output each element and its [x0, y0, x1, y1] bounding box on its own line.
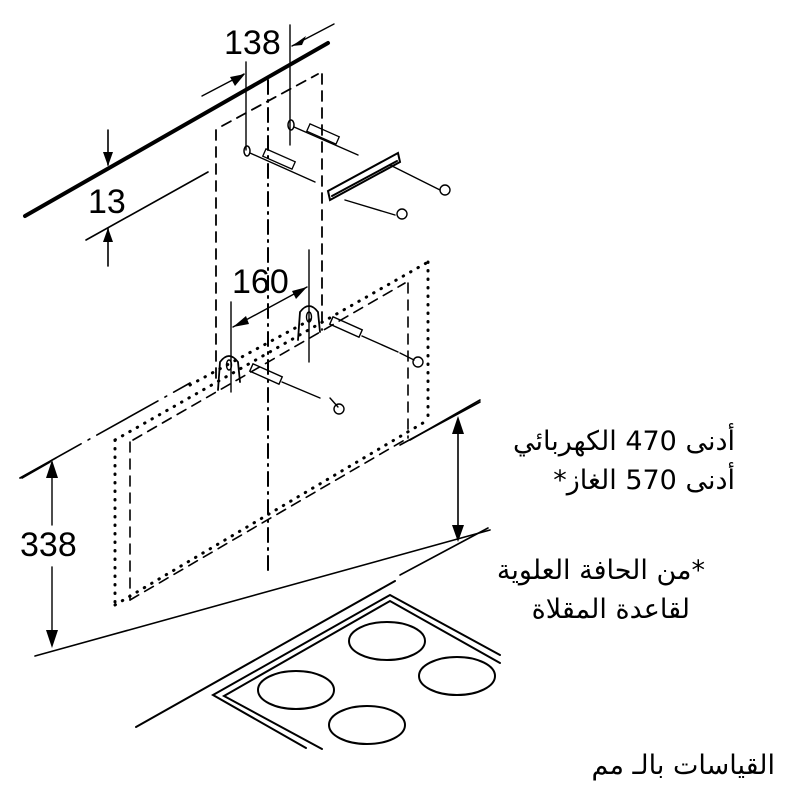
burner-right — [418, 656, 496, 696]
lower-fixings — [248, 315, 424, 415]
hook-left — [217, 355, 241, 391]
upper-screws — [344, 164, 451, 220]
arrowhead — [452, 416, 464, 434]
dim-label-160: 160 — [232, 263, 289, 301]
upper-hole-left — [243, 145, 251, 157]
dim-label-13: 13 — [88, 183, 126, 221]
note-min-electric: أدنى 470 الكهربائي — [512, 426, 735, 457]
chimney-bracket — [326, 151, 402, 202]
hood-bottom-edge — [34, 529, 491, 657]
upper-wall-plugs — [261, 122, 341, 171]
hook-right — [297, 305, 321, 341]
burner-front — [328, 705, 406, 745]
units-note: القياسات بالـ مم — [591, 750, 775, 781]
offset-reference-line — [85, 171, 209, 241]
note-reference-line1: *من الحافة العلوية — [496, 555, 705, 586]
note-min-gas: أدنى 570 الغاز* — [553, 465, 735, 496]
dim-label-138: 138 — [224, 24, 281, 62]
clearance-top-line — [399, 401, 481, 446]
hood-dashed-outline — [129, 282, 409, 601]
arrowhead — [46, 460, 58, 478]
ceiling-edge-line — [23, 41, 330, 218]
arrowhead — [233, 316, 249, 327]
cooktop — [135, 580, 501, 750]
arrowhead — [103, 228, 113, 242]
dim-338-ext-top — [19, 457, 57, 479]
burner-left — [257, 670, 335, 710]
hood-dotted-outline — [113, 260, 430, 607]
arrowhead — [292, 287, 307, 299]
arrowhead — [292, 36, 306, 46]
arrowhead — [103, 152, 113, 166]
clearance-bottom-line — [399, 527, 489, 576]
arrowhead — [230, 74, 245, 86]
note-reference-line2: لقاعدة المقلاة — [531, 594, 690, 625]
upper-hole-right — [287, 119, 295, 131]
arrowhead — [452, 525, 464, 542]
chimney-outline — [215, 73, 323, 381]
burner-back — [348, 621, 426, 661]
arrowhead — [46, 630, 58, 648]
dim-label-338: 338 — [20, 526, 77, 564]
